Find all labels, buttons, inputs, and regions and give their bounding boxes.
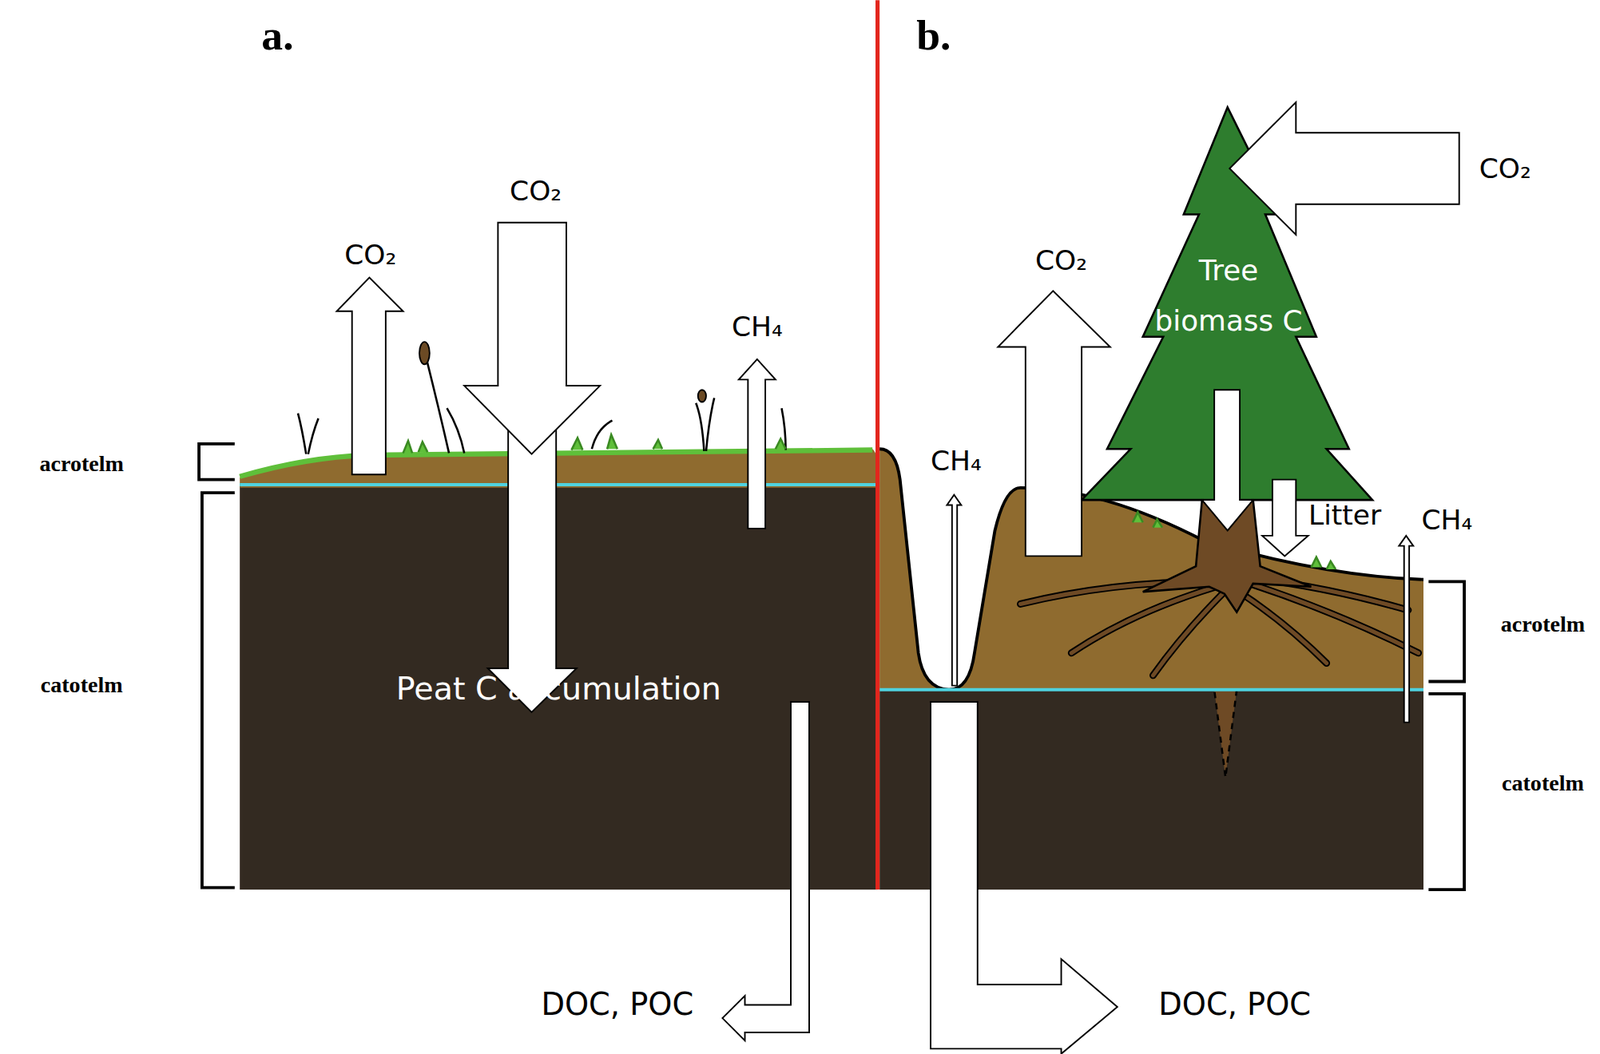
flux-arrow <box>1398 535 1414 723</box>
node-text: Tree biomass C <box>1151 245 1307 348</box>
plant <box>297 413 319 455</box>
tap-root <box>1214 690 1237 779</box>
flux-label: DOC, POC <box>1158 989 1311 1021</box>
bracket <box>202 492 235 888</box>
bracket <box>198 444 235 481</box>
grass-tufts <box>403 434 787 453</box>
root <box>1152 591 1224 676</box>
water-table <box>879 688 1424 692</box>
flux-arrow <box>337 277 404 476</box>
plant <box>447 408 465 453</box>
catotelm-peat <box>239 485 878 890</box>
panel-letter: a. <box>261 14 294 58</box>
flux-label: CO₂ <box>509 177 562 205</box>
flux-label: CH₄ <box>731 313 783 341</box>
cattail-head <box>419 341 430 365</box>
flux-arrow <box>1229 102 1459 235</box>
flux-arrow <box>464 222 600 455</box>
layer-label: catotelm <box>1501 772 1585 795</box>
layer-label: acrotelm <box>1500 613 1586 636</box>
flux-label: CH₄ <box>1421 506 1473 534</box>
flux-arrow <box>946 495 961 687</box>
flux-arrow <box>722 702 810 1041</box>
acrotelm-layer <box>239 448 880 489</box>
root <box>1238 591 1327 664</box>
root <box>1238 591 1327 664</box>
flux-label: DOC, POC <box>540 989 694 1021</box>
flux-label: CO₂ <box>1035 246 1088 274</box>
bracket <box>1428 581 1465 682</box>
water-table <box>239 483 878 487</box>
plant <box>695 397 715 451</box>
flux-arrow <box>488 428 577 713</box>
panel-divider <box>875 0 880 890</box>
tree-biomass: Tree biomass C <box>1151 219 1307 374</box>
root <box>1250 583 1419 654</box>
flux-label: Litter <box>1308 501 1382 529</box>
flux-arrow <box>930 702 1118 1054</box>
flux-arrow <box>1262 480 1308 557</box>
flux-arrow <box>997 290 1111 556</box>
node-text: Peat C accumulation <box>396 670 722 707</box>
peat-block: Peat C accumulation <box>239 488 878 890</box>
bracket <box>1428 694 1465 890</box>
root <box>1071 587 1216 654</box>
flux-arrow <box>1202 389 1254 531</box>
flux-arrows <box>337 102 1460 1054</box>
layer-label: acrotelm <box>39 452 124 476</box>
flux-label: CO₂ <box>344 241 397 269</box>
flux-label: CH₄ <box>930 447 982 475</box>
plant-head <box>698 389 707 402</box>
panel-letter: b. <box>916 14 951 58</box>
layer-label: catotelm <box>40 674 124 697</box>
plant <box>426 359 449 454</box>
flux-arrow <box>738 359 776 529</box>
flux-label: CO₂ <box>1479 154 1532 183</box>
